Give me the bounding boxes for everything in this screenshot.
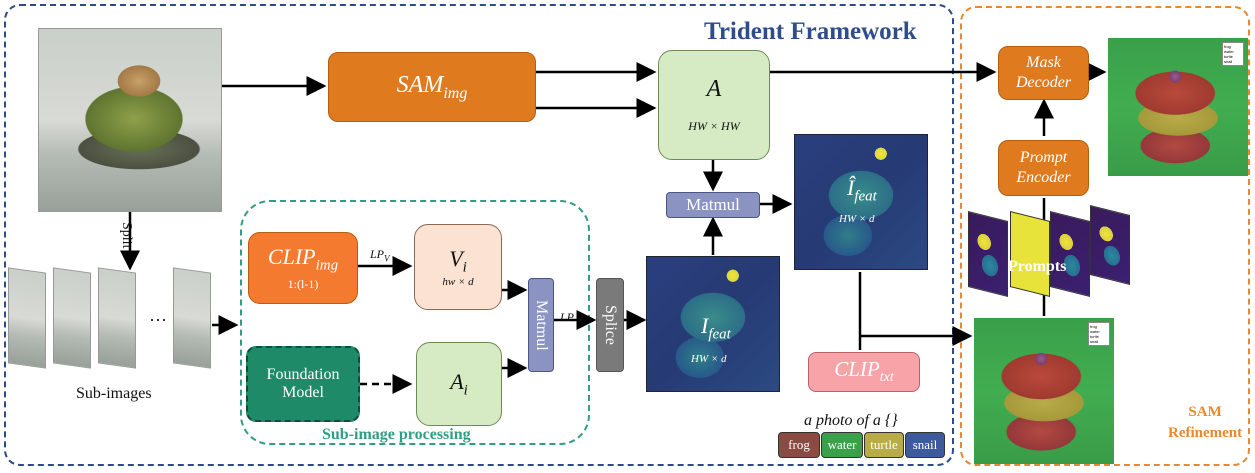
ai-sub: i bbox=[463, 382, 468, 399]
clip-img-label: CLIP bbox=[267, 244, 316, 270]
sub-image-2 bbox=[53, 267, 91, 369]
splice-box: Splice bbox=[596, 278, 624, 372]
clip-txt-box: CLIPtxt bbox=[808, 352, 920, 392]
sub-image-1 bbox=[8, 267, 46, 369]
vi-label: V bbox=[449, 245, 463, 271]
lp-label: LP bbox=[560, 310, 575, 324]
ai-label: A bbox=[450, 368, 464, 394]
clip-img-sub: img bbox=[315, 257, 339, 274]
matmul-mid-box: Matmul bbox=[528, 278, 554, 372]
class-tag-water: water bbox=[821, 432, 863, 458]
class-tag-snail: snail bbox=[905, 432, 945, 458]
split-label: Split bbox=[119, 222, 134, 249]
sam-refinement-frame bbox=[960, 6, 1250, 466]
sam-img-box: SAMimg bbox=[328, 52, 536, 122]
mask-decoder-line1: Mask bbox=[1026, 54, 1061, 71]
clip-img-box: CLIPimg 1:(l-1) bbox=[248, 232, 358, 304]
clip-img-range: 1:(l-1) bbox=[287, 276, 319, 291]
sub-images-label: Sub-images bbox=[76, 385, 152, 402]
prompt-map-2 bbox=[1010, 211, 1050, 297]
sub-image-4 bbox=[173, 267, 211, 369]
prompt-encoder-line2: Encoder bbox=[1016, 169, 1071, 186]
i-feat-label: Ifeat bbox=[701, 313, 731, 343]
input-image bbox=[38, 28, 222, 212]
ihat-feat-dim: HW × d bbox=[839, 213, 875, 225]
i-feat-dim: HW × d bbox=[691, 353, 727, 365]
sam-img-sub: img bbox=[443, 84, 468, 102]
clip-txt-sub: txt bbox=[879, 370, 894, 386]
trident-framework-frame bbox=[4, 4, 954, 466]
prompt-encoder-line1: Prompt bbox=[1019, 149, 1068, 166]
mask-decoder-box: Mask Decoder bbox=[998, 46, 1089, 100]
foundation-line2: Model bbox=[282, 384, 324, 401]
ai-box: Ai bbox=[416, 342, 502, 426]
matmul-top-box: Matmul bbox=[666, 192, 760, 218]
foundation-line1: Foundation bbox=[266, 366, 340, 383]
sub-image-processing-title: Sub-image processing bbox=[322, 426, 471, 443]
class-tag-turtle: turtle bbox=[864, 432, 904, 458]
i-feat-map: Ifeat HW × d bbox=[646, 256, 780, 392]
prompt-map-4 bbox=[1090, 205, 1130, 285]
foundation-model-box: Foundation Model bbox=[246, 346, 360, 422]
prompt-maps-stack: Prompts bbox=[968, 205, 1158, 310]
prompt-map-3 bbox=[1050, 211, 1090, 297]
ihat-feat-map: Îfeat HW × d bbox=[794, 134, 928, 270]
text-prompt-template: a photo of a {} bbox=[804, 412, 898, 429]
sub-images-stack: ··· bbox=[8, 262, 218, 382]
sam-img-label: SAM bbox=[396, 71, 444, 98]
prompts-label: Prompts bbox=[1008, 258, 1067, 275]
prompt-map-1 bbox=[968, 211, 1008, 297]
mask-decoder-line2: Decoder bbox=[1015, 74, 1072, 91]
clip-txt-label: CLIP bbox=[834, 357, 880, 382]
sam-title-line1: SAM bbox=[1188, 404, 1222, 420]
vi-sub: i bbox=[462, 259, 467, 276]
sam-title-line2: Refinement bbox=[1168, 425, 1243, 441]
vi-box: Vi hw × d bbox=[414, 224, 502, 310]
vi-dim: hw × d bbox=[442, 276, 474, 289]
a-dim: HW × HW bbox=[688, 119, 740, 133]
attention-a-box: A HW × HW bbox=[658, 50, 770, 160]
ihat-feat-label: Îfeat bbox=[847, 175, 877, 205]
sam-refinement-title: SAM Refinement bbox=[1168, 402, 1242, 444]
sub-image-3 bbox=[98, 267, 136, 369]
lpv-label: LPV bbox=[370, 247, 390, 264]
class-tag-frog: frog bbox=[778, 432, 820, 458]
a-label: A bbox=[706, 76, 722, 102]
ellipsis: ··· bbox=[149, 310, 167, 330]
prompt-encoder-box: Prompt Encoder bbox=[998, 140, 1089, 196]
trident-framework-title: Trident Framework bbox=[704, 18, 917, 45]
